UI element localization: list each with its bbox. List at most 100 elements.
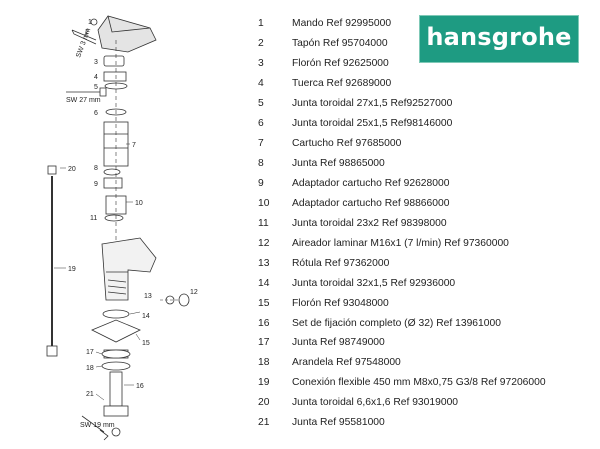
part-row: 21 Junta Ref 95581000	[258, 413, 593, 433]
part-description: Junta toroidal 32x1,5 Ref 92936000	[292, 277, 456, 289]
part-description: Adaptador cartucho Ref 98866000	[292, 197, 450, 209]
cartridge-part	[103, 121, 129, 167]
callout-3: 3	[94, 59, 98, 66]
callout-5: 5	[94, 84, 98, 91]
callout-12: 12	[190, 289, 198, 296]
callout-21: 21	[86, 391, 94, 398]
part-description: Aireador laminar M16x1 (7 l/min) Ref 973…	[292, 237, 509, 249]
part-description: Junta toroidal 25x1,5 Ref98146000	[292, 118, 453, 130]
washer-18	[101, 361, 131, 371]
part-number: 9	[258, 177, 264, 189]
part-number: 17	[258, 337, 270, 349]
wrench-sw27	[66, 87, 107, 97]
rosette-15	[91, 319, 141, 343]
part-row: 10 Adaptador cartucho Ref 98866000	[258, 193, 593, 213]
rosette-part	[103, 55, 125, 67]
brand-logo: hansgrohe	[419, 15, 579, 63]
aerator-12	[178, 293, 190, 307]
part-row: 9 Adaptador cartucho Ref 92628000	[258, 174, 593, 194]
callout-6: 6	[94, 110, 98, 117]
part-number: 1	[258, 18, 264, 30]
wrench-label-sw19: SW 19 mm	[80, 422, 115, 429]
part-row: 14 Junta toroidal 32x1,5 Ref 92936000	[258, 273, 593, 293]
callout-16: 16	[136, 383, 144, 390]
part-description: Junta toroidal 23x2 Ref 98398000	[292, 217, 447, 229]
part-number: 13	[258, 257, 270, 269]
part-description: Conexión flexible 450 mm M8x0,75 G3/8 Re…	[292, 377, 546, 389]
part-row: 4 Tuerca Ref 92689000	[258, 74, 593, 94]
part-row: 16 Set de fijación completo (Ø 32) Ref 13…	[258, 313, 593, 333]
part-description: Florón Ref 92625000	[292, 58, 389, 70]
part-description: Tuerca Ref 92689000	[292, 78, 392, 90]
part-number: 10	[258, 197, 270, 209]
callout-1: 1	[88, 19, 92, 26]
callout-17: 17	[86, 349, 94, 356]
part-row: 18 Arandela Ref 97548000	[258, 353, 593, 373]
thread-rod	[109, 371, 123, 407]
part-row: 7 Cartucho Ref 97685000	[258, 134, 593, 154]
part-row: 3 Florón Ref 92625000	[258, 54, 593, 74]
threads	[107, 279, 127, 295]
part-number: 4	[258, 78, 264, 90]
part-description: Junta Ref 95581000	[292, 417, 385, 429]
handle-part	[97, 15, 157, 53]
callout-2: 2	[85, 29, 89, 36]
callout-10: 10	[135, 200, 143, 207]
part-description: Cartucho Ref 97685000	[292, 138, 402, 150]
part-description: Arandela Ref 97548000	[292, 357, 401, 369]
part-number: 12	[258, 237, 270, 249]
exploded-view-diagram: 1 2 3 4 5 6 7 8 9 10 11 12 13 14 15 16 1…	[46, 15, 198, 441]
part-description: Florón Ref 93048000	[292, 297, 389, 309]
part-description: Set de fijación completo (Ø 32) Ref 1396…	[292, 317, 501, 329]
adapter-9	[103, 177, 123, 189]
part-number: 16	[258, 317, 270, 329]
part-description: Junta Ref 98865000	[292, 158, 385, 170]
part-number: 5	[258, 98, 264, 110]
cap-part	[90, 18, 98, 26]
part-number: 21	[258, 417, 270, 429]
part-number: 8	[258, 158, 264, 170]
callout-18: 18	[86, 365, 94, 372]
part-number: 19	[258, 377, 270, 389]
part-description: Mando Ref 92995000	[292, 18, 392, 30]
callout-20: 20	[68, 166, 76, 173]
callout-7: 7	[132, 142, 136, 149]
part-number: 14	[258, 277, 270, 289]
callout-19: 19	[68, 266, 76, 273]
part-description: Junta Ref 98749000	[292, 337, 385, 349]
part-number: 18	[258, 357, 270, 369]
part-row: 5 Junta toroidal 27x1,5 Ref92527000	[258, 94, 593, 114]
gasket-8	[103, 168, 121, 176]
part-description: Tapón Ref 95704000	[292, 38, 388, 50]
part-row: 6 Junta toroidal 25x1,5 Ref98146000	[258, 114, 593, 134]
callout-8: 8	[94, 165, 98, 172]
oring-14	[102, 309, 130, 319]
oring-11	[104, 214, 124, 222]
callout-4: 4	[94, 74, 98, 81]
callout-13: 13	[144, 293, 152, 300]
part-row: 1 Mando Ref 92995000	[258, 14, 593, 34]
callout-14: 14	[142, 313, 150, 320]
nut-part	[103, 71, 127, 82]
part-number: 6	[258, 118, 264, 130]
part-row: 20 Junta toroidal 6,6x1,6 Ref 93019000	[258, 393, 593, 413]
part-description: Adaptador cartucho Ref 92628000	[292, 177, 450, 189]
brand-logo-text: hansgrohe	[426, 23, 572, 51]
wrench-sw19	[81, 415, 109, 441]
gasket-17	[101, 349, 131, 359]
part-row: 8 Junta Ref 98865000	[258, 154, 593, 174]
part-number: 20	[258, 397, 270, 409]
part-number: 7	[258, 138, 264, 150]
part-number: 3	[258, 58, 264, 70]
wrench-label-sw3: SW 3 mm	[75, 27, 92, 58]
part-description: Junta toroidal 27x1,5 Ref92527000	[292, 98, 453, 110]
part-description: Junta toroidal 6,6x1,6 Ref 93019000	[292, 397, 459, 409]
part-row: 12 Aireador laminar M16x1 (7 l/min) Ref 9…	[258, 233, 593, 253]
callout-9: 9	[94, 181, 98, 188]
faucet-body	[101, 237, 157, 301]
